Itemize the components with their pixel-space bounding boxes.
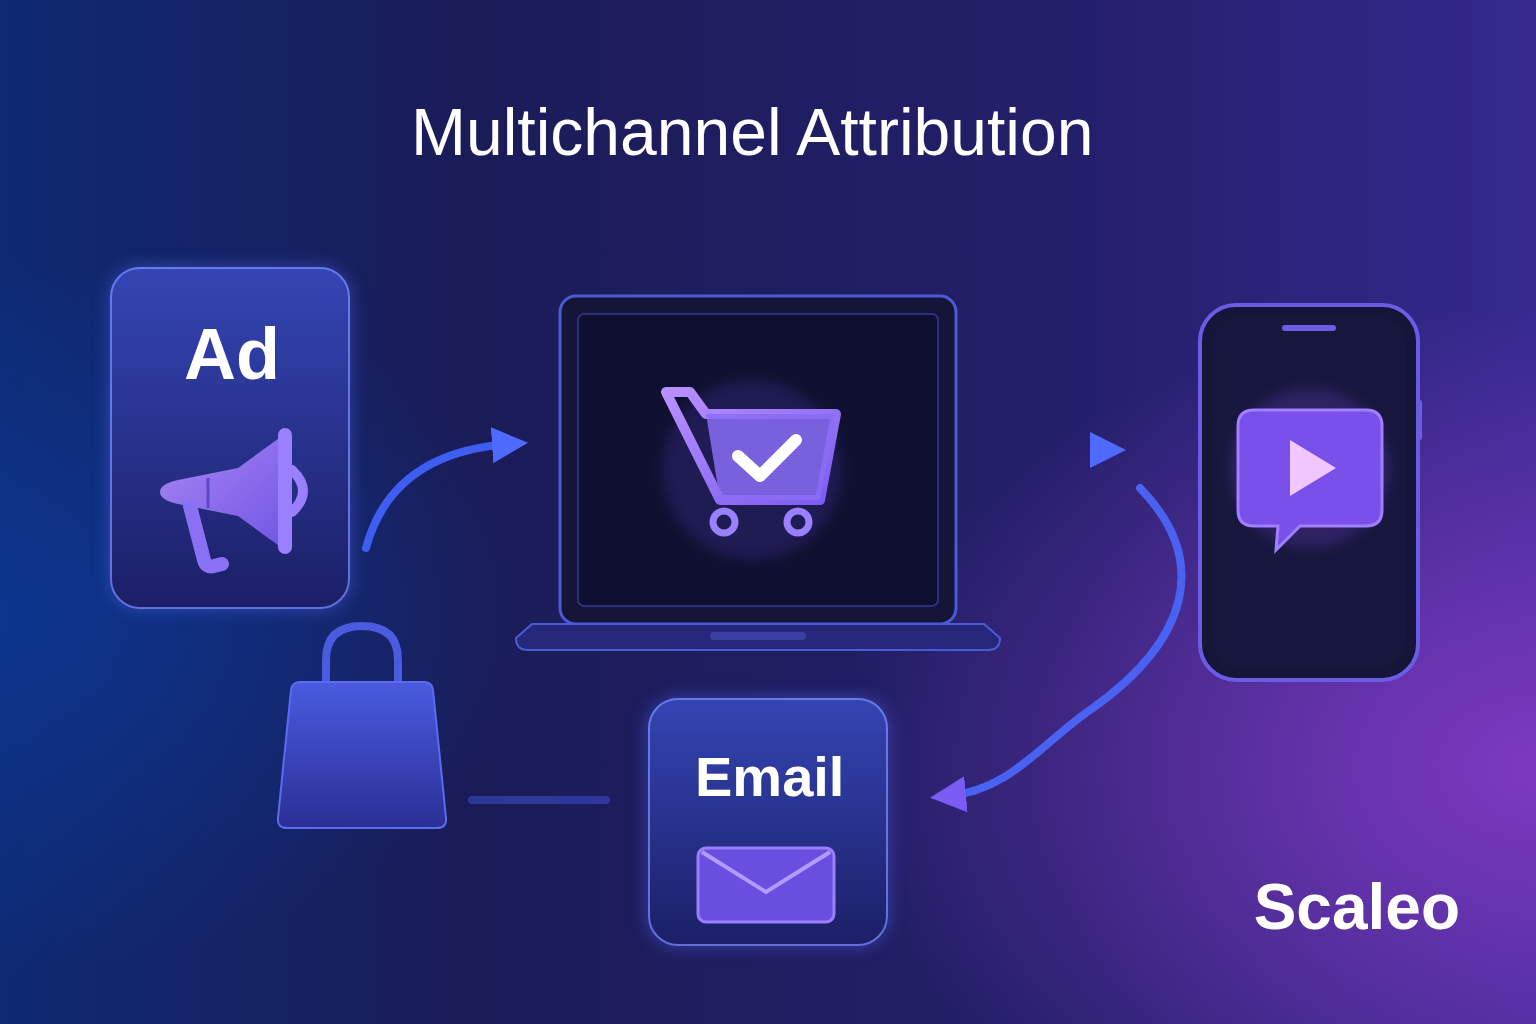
channel-name: Ad: [184, 315, 280, 394]
channel-box: Email: [648, 698, 888, 946]
brand-wordmark: Scaleo: [1254, 872, 1460, 942]
phone-illustration: [1200, 305, 1422, 680]
laptop-illustration: [516, 296, 1000, 650]
megaphone-icon: [160, 428, 303, 566]
envelope-icon: [698, 848, 834, 922]
diagram-title: Multichannel Attribution: [411, 96, 1093, 169]
channel-name: Email: [695, 746, 844, 808]
channel-box: Ad: [110, 267, 350, 609]
shopping-bag-illustration: [278, 626, 446, 828]
